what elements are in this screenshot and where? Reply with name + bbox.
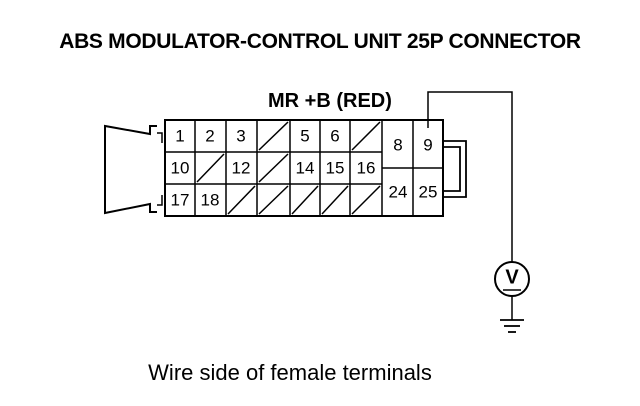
terminal-9: 9 <box>423 135 432 154</box>
lock-tab-top <box>157 132 163 143</box>
terminal-12: 12 <box>232 158 251 177</box>
wire-label: MR +B (RED) <box>268 90 392 112</box>
voltmeter-symbol: V <box>505 266 519 288</box>
terminal-17: 17 <box>171 190 190 209</box>
terminal-10: 10 <box>171 158 190 177</box>
terminal-5: 5 <box>300 126 309 145</box>
probe-wire <box>427 91 513 262</box>
lock-tab-bottom <box>157 195 163 206</box>
diagram-title: ABS MODULATOR-CONTROL UNIT 25P CONNECTOR <box>59 30 581 53</box>
terminal-18: 18 <box>201 190 220 209</box>
terminal-3: 3 <box>236 126 245 145</box>
terminal-1: 1 <box>175 126 184 145</box>
terminal-16: 16 <box>357 158 376 177</box>
terminal-14: 14 <box>296 158 315 177</box>
ground-icon <box>500 319 524 333</box>
terminal-6: 6 <box>330 126 339 145</box>
diagram-caption: Wire side of female terminals <box>148 360 432 385</box>
jumper-wire <box>443 140 467 198</box>
empty-cavities <box>196 121 381 215</box>
terminal-24: 24 <box>389 182 408 201</box>
connector-shroud <box>104 124 157 215</box>
terminal-2: 2 <box>205 126 214 145</box>
terminal-8: 8 <box>393 135 402 154</box>
terminal-25: 25 <box>419 182 438 201</box>
terminal-15: 15 <box>326 158 345 177</box>
